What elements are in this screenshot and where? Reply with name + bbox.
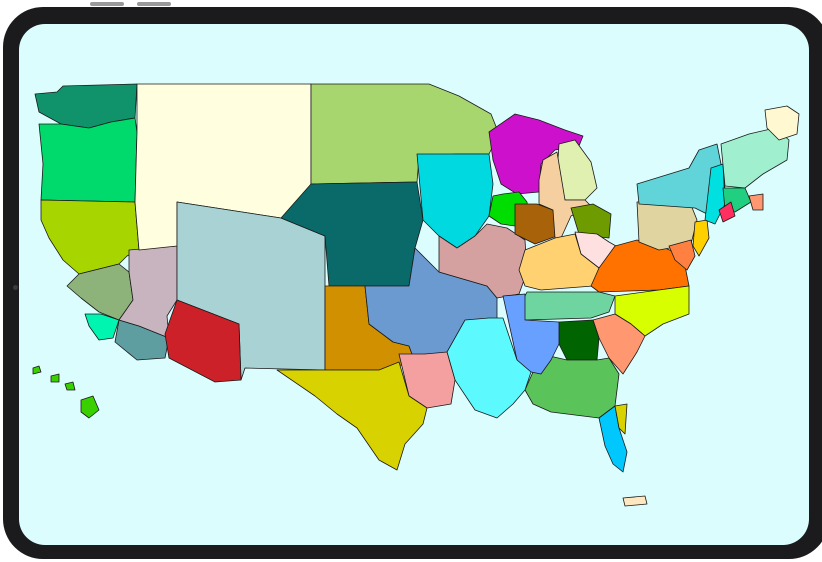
- south-carolina[interactable]: [592, 313, 646, 375]
- puerto-rico[interactable]: [622, 495, 648, 507]
- southern-california[interactable]: [84, 313, 120, 341]
- hawaii-maui[interactable]: [64, 381, 76, 391]
- hawaii-big-island[interactable]: [80, 395, 100, 419]
- new-england[interactable]: [720, 127, 790, 189]
- maryland-delaware[interactable]: [668, 239, 696, 271]
- maine[interactable]: [764, 105, 800, 141]
- texas[interactable]: [276, 361, 428, 471]
- new-jersey[interactable]: [692, 219, 710, 257]
- north-georgia[interactable]: [558, 319, 600, 361]
- iowa[interactable]: [416, 153, 494, 249]
- hawaii-oahu[interactable]: [50, 373, 60, 383]
- wisconsin-upper-michigan[interactable]: [488, 113, 584, 195]
- virginia[interactable]: [590, 239, 690, 293]
- volume-down-button: [137, 2, 171, 6]
- california[interactable]: [40, 199, 140, 275]
- us-map[interactable]: [19, 24, 809, 545]
- volume-up-button: [90, 2, 124, 6]
- arizona[interactable]: [164, 299, 242, 383]
- florida-panhandle[interactable]: [614, 403, 628, 435]
- tennessee[interactable]: [518, 291, 616, 321]
- rhode-island[interactable]: [718, 201, 736, 223]
- camera: [13, 285, 18, 290]
- oregon[interactable]: [38, 117, 138, 203]
- hawaii-kauai[interactable]: [32, 365, 42, 375]
- map-screen[interactable]: [19, 24, 809, 545]
- lower-michigan-west[interactable]: [538, 151, 592, 239]
- cape-cod[interactable]: [748, 193, 764, 211]
